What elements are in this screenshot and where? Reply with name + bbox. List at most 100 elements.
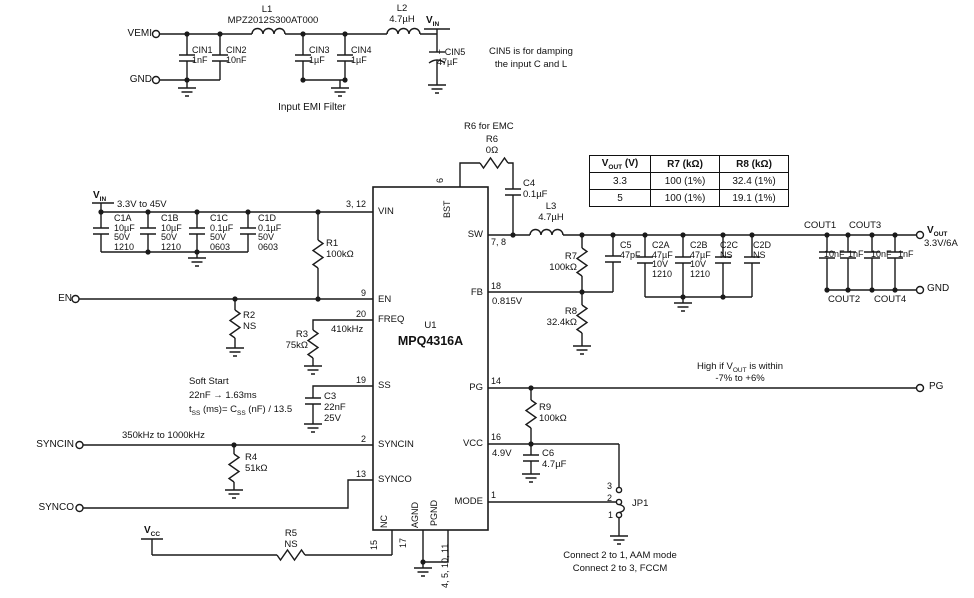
- port-en: [71, 294, 80, 304]
- vcc-voltage-label: 4.9V: [492, 448, 512, 459]
- ic-pin-freq-num: 20: [355, 309, 366, 319]
- r8-label: R8 32.4kΩ: [546, 306, 577, 328]
- ic-pin-vin: VIN: [378, 206, 394, 217]
- cout2-label: COUT2: [828, 294, 861, 305]
- capacitor-c6: [522, 454, 540, 462]
- freq-value-label: 410kHz: [331, 324, 364, 335]
- table-row: 5 100 (1%) 19.1 (1%): [589, 189, 789, 207]
- port-vout: [915, 230, 925, 240]
- jp1-pin3: [615, 486, 623, 494]
- ic-pin-freq: FREQ: [378, 314, 405, 325]
- cout3-label: COUT3: [849, 220, 882, 231]
- mode-note: Connect 2 to 1, AAM mode Connect 2 to 3,…: [563, 550, 677, 574]
- ground-symbol: [609, 535, 629, 545]
- ground-symbol: [427, 84, 447, 94]
- ground-symbol: [572, 345, 592, 355]
- inductor-l3: [529, 228, 564, 236]
- resistor-r2: [229, 309, 241, 339]
- wires-input-rail: [92, 202, 373, 299]
- l2-val-label: 4.7µH: [389, 14, 415, 25]
- ic-pin-sw-num: 7, 8: [491, 237, 507, 247]
- vout-port-label: VOUT: [927, 225, 948, 238]
- capacitor-c5: [604, 255, 622, 263]
- r6-label: R6 0Ω: [485, 134, 499, 156]
- r2-label: R2 NS: [243, 310, 257, 332]
- table-header-r7: R7 (kΩ): [650, 155, 720, 173]
- r9-label: R9 100kΩ: [539, 402, 567, 424]
- table-cell: 19.1 (1%): [719, 189, 789, 207]
- vout-resistor-table: VOUT (V) R7 (kΩ) R8 (kΩ) 3.3 100 (1%) 32…: [589, 155, 789, 207]
- ic-pin-fb: FB: [470, 287, 483, 298]
- r5-label: R5 NS: [284, 528, 298, 550]
- port-gnd-out: [915, 285, 925, 295]
- ic-pin-syncin: SYNCIN: [378, 439, 414, 450]
- junction-dots: [98, 31, 898, 565]
- ground-symbol: [521, 473, 541, 483]
- r1-label: R1 100kΩ: [326, 238, 354, 260]
- resistor-r7: [576, 247, 588, 277]
- wires-bst: [459, 162, 514, 235]
- ground-symbol: [177, 87, 197, 97]
- cin5-label: + CIN5 47µF: [437, 47, 466, 67]
- gnd-out-port-label: GND: [927, 283, 950, 294]
- ic-pin-ss: SS: [378, 380, 391, 391]
- c1a-label: C1A 10µF 50V 1210: [114, 213, 135, 252]
- c1b-label: C1B 10µF 50V 1210: [161, 213, 182, 252]
- ground-symbol: [303, 365, 323, 375]
- table-cell: 32.4 (1%): [719, 172, 789, 190]
- cout4-value: 1nF: [898, 249, 914, 259]
- ic-pin-syncin-num: 2: [360, 434, 366, 444]
- ic-pin-bst-num: 6: [435, 177, 445, 183]
- synco-port-label: SYNCO: [38, 502, 74, 513]
- l1-ref-label: L1: [261, 4, 273, 15]
- ground-symbol: [224, 489, 244, 499]
- l2-ref-label: L2: [396, 3, 408, 14]
- port-synco: [75, 503, 84, 513]
- port-pg: [915, 383, 925, 393]
- ic-pin-pg-num: 14: [491, 376, 502, 386]
- ic-pin-synco: SYNCO: [378, 474, 412, 485]
- capacitor-c1d: [239, 227, 257, 235]
- wires-output-rail: [488, 234, 917, 346]
- c4-label: C4 0.1µF: [523, 178, 548, 200]
- c3-label: C3 22nF 25V: [324, 391, 346, 424]
- c6-label: C6 4.7µF: [542, 448, 567, 470]
- ground-symbol: [187, 257, 207, 267]
- ic-pin-vcc-num: 16: [491, 432, 502, 442]
- ic-refdes: U1: [424, 320, 437, 331]
- c1d-label: C1D 0.1µF 50V 0603: [258, 213, 282, 252]
- soft-start-value: 22nF → 1.63ms: [189, 390, 257, 401]
- ic-pin-ss-num: 19: [355, 375, 366, 385]
- syncin-port-label: SYNCIN: [36, 439, 74, 450]
- vin-net-label-main: VIN: [93, 190, 107, 203]
- ic-pin-en: EN: [378, 294, 392, 305]
- cin3-label: CIN3 1µF: [309, 45, 330, 65]
- jp1-pin2-num: 2: [607, 493, 613, 503]
- port-syncin: [75, 440, 84, 450]
- ic-pin-bst: BST: [442, 200, 452, 218]
- ic-pin-nc-num: 15: [369, 539, 379, 550]
- port-vemi: [151, 29, 161, 39]
- inductor-l1: [251, 27, 286, 35]
- cout2-value: 1nF: [848, 249, 864, 259]
- pg-note-line2: -7% to +6%: [715, 373, 765, 384]
- c2d-label: C2D NS: [753, 240, 772, 260]
- ground-symbol: [225, 347, 245, 357]
- c2a-label: C2A 47µF 10V 1210: [652, 240, 673, 279]
- ic-pin-pg: PG: [469, 382, 483, 393]
- table-header-vout: VOUT (V): [589, 155, 651, 173]
- cin2-label: CIN2 10nF: [226, 45, 247, 65]
- wires-pg-vcc-mode: [488, 387, 917, 536]
- capacitor-c4: [504, 188, 522, 196]
- ic-part-number: MPQ4316A: [397, 334, 464, 348]
- c2c-label: C2C NS: [720, 240, 739, 260]
- jp1-pin1-num: 1: [608, 510, 614, 520]
- inductor-l2: [386, 27, 421, 35]
- gnd-port-label: GND: [129, 74, 152, 85]
- jp1-pin3-num: 3: [607, 481, 613, 491]
- table-cell: 100 (1%): [650, 172, 720, 190]
- vin-net-label-emi: VIN: [426, 15, 440, 28]
- capacitor-c1c: [188, 227, 206, 235]
